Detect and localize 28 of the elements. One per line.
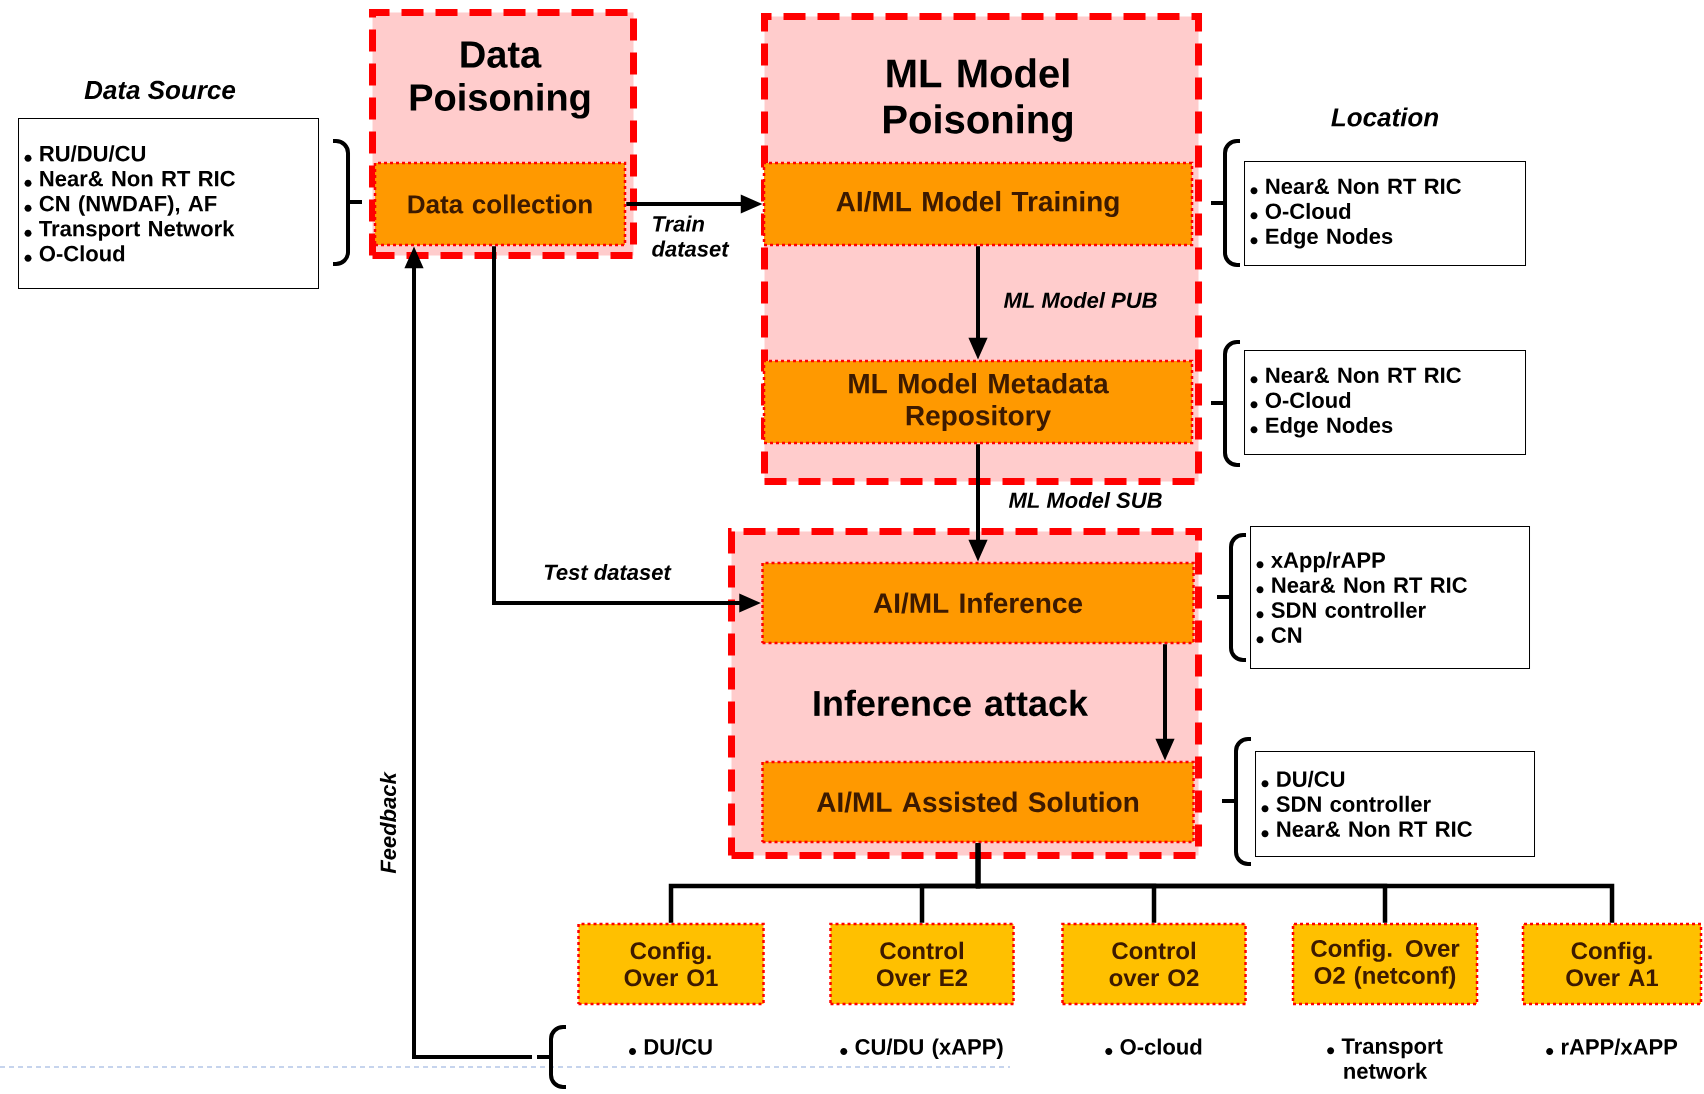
output-box: Config. Over O2 (netconf) (1291, 922, 1479, 1006)
edge-label: ML Model PUB (1003, 291, 1157, 309)
list-heading: Location (1331, 107, 1439, 127)
process-box: AI/ML Model Training (762, 161, 1194, 247)
process-box: Data collection (373, 161, 627, 247)
bullet-text: O-cloud (1105, 1038, 1202, 1055)
bullet-text: CU/DU (xAPP) (840, 1038, 1003, 1060)
output-box: Config. Over A1 (1521, 922, 1703, 1006)
process-box: AI/ML Inference (761, 561, 1195, 645)
edge-label: Test dataset (544, 563, 672, 581)
edge-label: Train dataset (652, 215, 730, 257)
list-box: RU/DU/CU Near& Non RT RIC CN (NWDAF), AF Transport Network O-Cloud (18, 118, 319, 289)
bullet-text: rAPP/xAPP (1546, 1038, 1678, 1055)
bullet-text: DU/CU (629, 1038, 712, 1055)
list-box: DU/CU SDN controller Near& Non RT RIC (1255, 751, 1535, 857)
bullet-text: Transport network (1327, 1038, 1443, 1079)
edge-label: ML Model SUB (1008, 491, 1162, 509)
connector-line (975, 843, 1615, 923)
process-box: AI/ML Assisted Solution (761, 760, 1195, 844)
list-heading: Data Source (84, 80, 236, 100)
process-box: ML Model Metadata Repository (762, 359, 1194, 445)
list-box: Near& Non RT RIC O-Cloud Edge Nodes (1244, 350, 1526, 455)
edge-label: Feedback (379, 771, 397, 874)
output-box: Config. Over O1 (577, 922, 765, 1006)
list-box: xApp/rAPP Near& Non RT RIC SDN controller CN (1250, 526, 1530, 669)
output-box: Control over O2 (1061, 922, 1247, 1006)
list-box: Near& Non RT RIC O-Cloud Edge Nodes (1244, 161, 1526, 266)
output-box: Control Over E2 (829, 922, 1015, 1006)
